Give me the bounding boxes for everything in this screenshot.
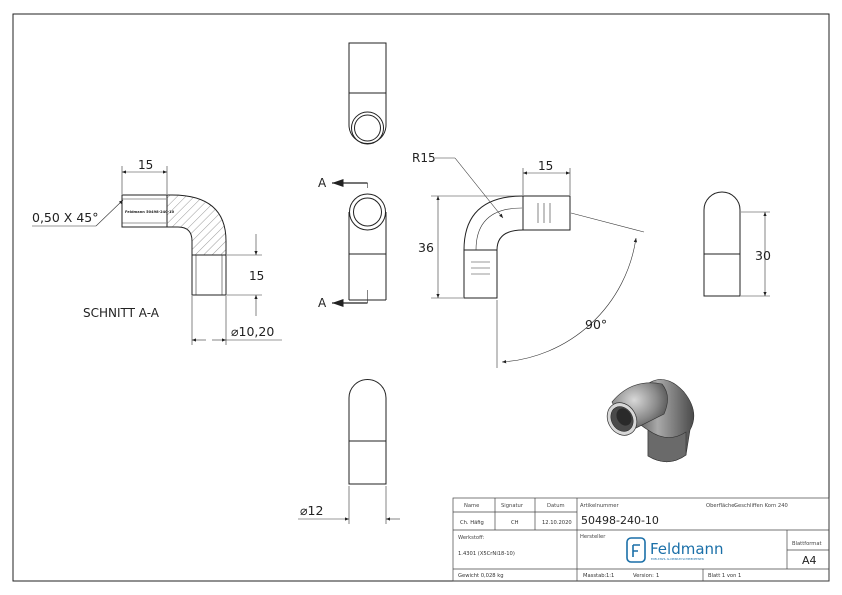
dim-diameter-inner: ⌀10,20 xyxy=(231,324,274,339)
blatt: Blatt 1 von 1 xyxy=(708,573,741,579)
werkstoff-value: 1.4301 (X5CrNi18-10) xyxy=(458,551,515,557)
section-label: SCHNITT A-A xyxy=(83,306,160,320)
oberflaeche-value: Geschliffen Korn 240 xyxy=(734,503,788,509)
dim-height-side: 30 xyxy=(755,248,771,263)
artikelnummer-value: 50498-240-10 xyxy=(581,514,659,527)
title-block: Name Signatur Datum Ch. Häfig CH 12.10.2… xyxy=(452,497,830,582)
massstab-value: 1:1 xyxy=(606,573,614,579)
col-datum: Datum xyxy=(547,503,565,509)
dim-len-side: 15 xyxy=(249,269,264,283)
dim-radius: R15 xyxy=(412,151,436,165)
blattformat-label: Blattformat xyxy=(792,541,822,547)
dim-diameter-bottom: ⌀12 xyxy=(300,503,323,518)
front-view: 15 R15 36 90° xyxy=(412,151,645,368)
dim-angle: 90° xyxy=(585,317,607,332)
gewicht: Gewicht 0,028 kg xyxy=(458,573,504,579)
section-marker-top: A xyxy=(318,176,327,190)
feldmann-logo: Feldmann EDELSTAHL ALUMINIUM SCHMIEDEEIS… xyxy=(626,537,724,563)
name-value: Ch. Häfig xyxy=(460,520,484,526)
blattformat-value: A4 xyxy=(802,554,817,567)
massstab-label: Masstab: xyxy=(583,573,607,579)
signatur-value: CH xyxy=(511,520,519,526)
hersteller-label: Hersteller xyxy=(580,534,606,540)
logo-text: Feldmann xyxy=(650,540,724,558)
datum-value: 12.10.2020 xyxy=(542,520,572,526)
bottom-view: ⌀12 xyxy=(298,379,400,524)
section-view: Feldmann 50498-240-10 15 0,50 X 45° 15 ⌀… xyxy=(32,158,282,345)
side-view: 30 xyxy=(703,191,771,297)
dim-chamfer: 0,50 X 45° xyxy=(32,210,99,225)
col-signatur: Signatur xyxy=(501,503,524,509)
engraving-text: Feldmann 50498-240-10 xyxy=(125,210,175,214)
version-label: Version: xyxy=(633,573,654,579)
sheet-border xyxy=(12,13,830,582)
logo-tagline: EDELSTAHL ALUMINIUM SCHMIEDEEISEN xyxy=(651,557,704,561)
col-name: Name xyxy=(464,503,479,509)
dim-len-top: 15 xyxy=(138,158,153,172)
dim-height: 36 xyxy=(418,240,434,255)
section-sleeve-bottom xyxy=(191,254,227,296)
iso-render xyxy=(606,379,695,463)
version-value: 1 xyxy=(656,573,659,579)
section-hatch xyxy=(165,194,227,256)
artikelnummer-label: Artikelnummer xyxy=(580,503,619,509)
oberflaeche-label: Oberfläche: xyxy=(706,503,736,509)
section-marker-bottom: A xyxy=(318,296,327,310)
werkstoff-label: Werkstoff: xyxy=(458,535,485,541)
top-view xyxy=(348,42,387,145)
section-sleeve-top xyxy=(121,194,168,228)
dim-len-top-front: 15 xyxy=(538,159,553,173)
section-mark-view: A A xyxy=(318,176,387,310)
